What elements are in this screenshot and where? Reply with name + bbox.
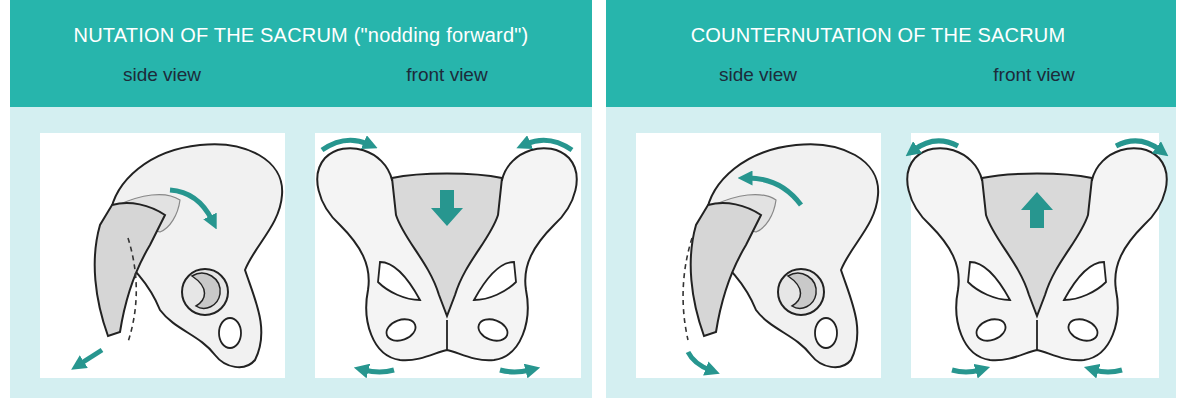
pelvis-side-view — [691, 144, 878, 367]
pelvis-front-view — [317, 148, 576, 360]
motion-arrow — [322, 140, 368, 150]
block-arrow — [431, 190, 463, 226]
motion-arrow — [170, 190, 212, 220]
panel-title: COUNTERNUTATION OF THE SACRUM — [691, 24, 1066, 47]
view-label: side view — [719, 64, 797, 86]
motion-arrow — [1116, 141, 1160, 150]
motion-arrow — [500, 370, 530, 372]
motion-arrow — [526, 140, 572, 150]
motion-arrow — [688, 352, 710, 370]
motion-arrow — [952, 370, 980, 372]
previous-position — [128, 238, 136, 342]
motion-arrow — [748, 178, 801, 205]
motion-arrow — [364, 370, 394, 372]
view-label: front view — [406, 64, 487, 86]
motion-arrow — [80, 350, 102, 364]
nutation-figures — [80, 140, 577, 372]
previous-position — [683, 238, 692, 340]
header-band: COUNTERNUTATION OF THE SACRUM side view fr… — [606, 0, 1176, 107]
view-label: side view — [123, 64, 201, 86]
pelvis-side-view — [95, 144, 282, 367]
motion-arrow — [914, 141, 958, 150]
motion-arrow — [1094, 370, 1122, 372]
header-band: NUTATION OF THE SACRUM ("nodding forward… — [10, 0, 592, 107]
image-box — [636, 133, 881, 378]
view-label: front view — [993, 64, 1074, 86]
panel-title: NUTATION OF THE SACRUM ("nodding forward… — [74, 24, 529, 47]
block-arrow — [1021, 192, 1053, 228]
image-box — [40, 133, 285, 378]
image-box — [315, 133, 581, 378]
counternutation-figures — [683, 144, 878, 370]
panel-ground — [606, 107, 1176, 398]
panel-ground — [10, 107, 592, 398]
counternutation-front — [907, 141, 1166, 372]
pelvis-front-view — [907, 148, 1166, 360]
